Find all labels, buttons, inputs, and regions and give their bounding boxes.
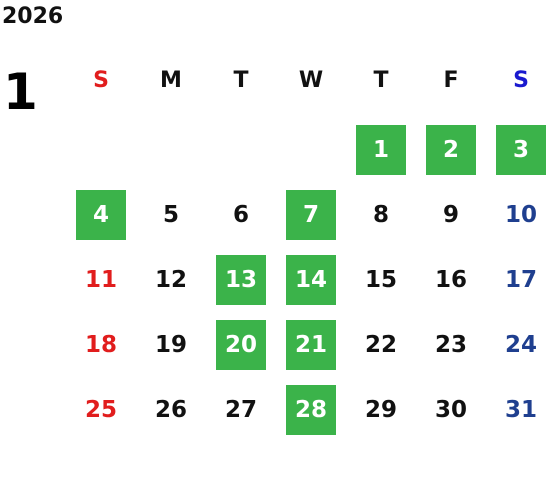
day-cell: 8 <box>372 202 389 228</box>
day-cell: 23 <box>434 332 467 358</box>
day-cell: 22 <box>364 332 397 358</box>
day-cell: 25 <box>84 397 117 423</box>
day-cell: 27 <box>224 397 257 423</box>
day-cell: 2 <box>426 125 476 175</box>
day-cell: 29 <box>364 397 397 423</box>
weekday-header-sat: S <box>513 68 529 93</box>
day-cell: 3 <box>496 125 546 175</box>
day-cell: 10 <box>504 202 537 228</box>
day-cell: 14 <box>286 255 336 305</box>
day-cell: 1 <box>356 125 406 175</box>
weekday-header-thu: T <box>373 68 389 93</box>
day-cell: 12 <box>154 267 187 293</box>
month-number: 1 <box>3 63 38 121</box>
weekday-header-mon: M <box>160 68 182 93</box>
weekday-header-wed: W <box>298 68 324 93</box>
day-cell: 26 <box>154 397 187 423</box>
day-cell: 21 <box>286 320 336 370</box>
day-cell: 18 <box>84 332 117 358</box>
weekday-header-fri: F <box>443 68 459 93</box>
day-cell: 11 <box>84 267 117 293</box>
day-cell: 24 <box>504 332 537 358</box>
day-cell: 16 <box>434 267 467 293</box>
day-cell: 4 <box>76 190 126 240</box>
day-cell: 7 <box>286 190 336 240</box>
day-cell: 19 <box>154 332 187 358</box>
day-cell: 30 <box>434 397 467 423</box>
weekday-header-tue: T <box>233 68 249 93</box>
day-cell: 5 <box>162 202 179 228</box>
year-label: 2026 <box>2 4 64 29</box>
day-cell: 31 <box>504 397 537 423</box>
weekday-header-sun: S <box>93 68 109 93</box>
day-cell: 13 <box>216 255 266 305</box>
day-cell: 17 <box>504 267 537 293</box>
day-cell: 28 <box>286 385 336 435</box>
day-cell: 6 <box>232 202 249 228</box>
day-cell: 9 <box>442 202 459 228</box>
day-cell: 15 <box>364 267 397 293</box>
day-cell: 20 <box>216 320 266 370</box>
